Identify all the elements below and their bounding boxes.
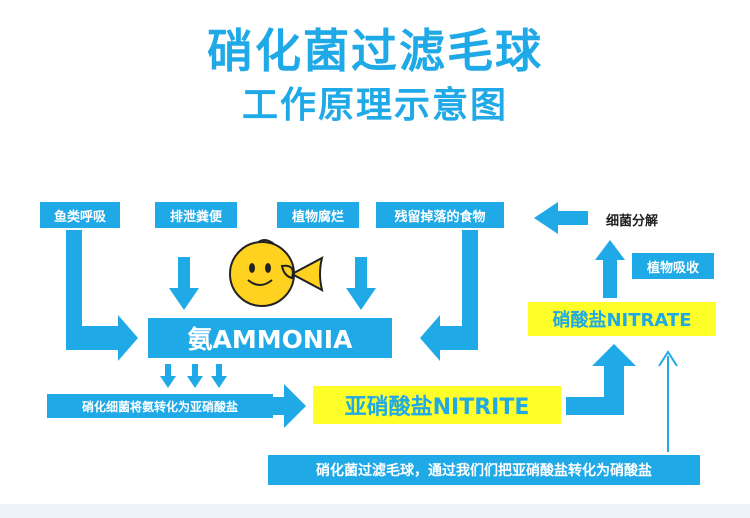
nitrate-label: 硝酸盐NITRATE: [552, 310, 692, 331]
nitrite-box: 亚硝酸盐NITRITE: [313, 386, 561, 424]
arrow-bottom-note-up: [658, 350, 678, 452]
arrow-ammonia-small-3: [211, 364, 227, 388]
source-plant-rot-label: 植物腐烂: [291, 209, 344, 225]
arrow-leftover-food-to-ammonia: [420, 230, 478, 361]
arrow-nitrate-up: [595, 240, 625, 298]
arrow-fish-breathing-to-ammonia: [66, 230, 138, 361]
arrow-to-nitrite: [272, 384, 306, 428]
ammonia-box: 氨AMMONIA: [148, 318, 392, 358]
bottom-note-text: 硝化菌过滤毛球，通过我们们把亚硝酸盐转化为硝酸盐: [316, 463, 652, 479]
arrow-ammonia-small-2: [187, 364, 203, 388]
source-fish-breathing-label: 鱼类呼吸: [53, 209, 106, 225]
nitrite-label: 亚硝酸盐NITRITE: [344, 395, 530, 420]
fish-mascot-icon: [229, 239, 324, 307]
page-title: 硝化菌过滤毛球: [207, 24, 543, 78]
arrow-nitrite-to-nitrate: [566, 344, 636, 415]
arrow-plant-rot-down: [346, 257, 376, 310]
source-excretion: 排泄粪便: [155, 202, 237, 228]
nitrification-note-box: 硝化细菌将氨转化为亚硝酸盐: [47, 394, 273, 418]
bacteria-decompose-text: 细菌分解: [605, 213, 658, 229]
arrow-decompose-left: [534, 202, 588, 234]
source-leftover-food: 残留掉落的食物: [376, 202, 504, 228]
source-leftover-food-label: 残留掉落的食物: [394, 209, 486, 225]
ammonia-label: 氨AMMONIA: [187, 325, 353, 354]
plant-absorb-box: 植物吸收: [632, 253, 714, 279]
source-plant-rot: 植物腐烂: [277, 202, 359, 228]
arrow-ammonia-small-1: [160, 364, 176, 388]
page-subtitle: 工作原理示意图: [241, 85, 508, 126]
source-excretion-label: 排泄粪便: [169, 209, 222, 225]
nitrate-box: 硝酸盐NITRATE: [528, 302, 716, 336]
bottom-band-divider: [0, 504, 750, 518]
bottom-note-box: 硝化菌过滤毛球，通过我们们把亚硝酸盐转化为硝酸盐: [268, 455, 700, 485]
source-fish-breathing: 鱼类呼吸: [40, 202, 120, 228]
plant-absorb-text: 植物吸收: [646, 260, 699, 276]
arrow-excretion-down: [169, 257, 199, 310]
bacteria-decompose-label: 细菌分解: [592, 208, 672, 230]
nitrification-note-text: 硝化细菌将氨转化为亚硝酸盐: [81, 399, 238, 414]
